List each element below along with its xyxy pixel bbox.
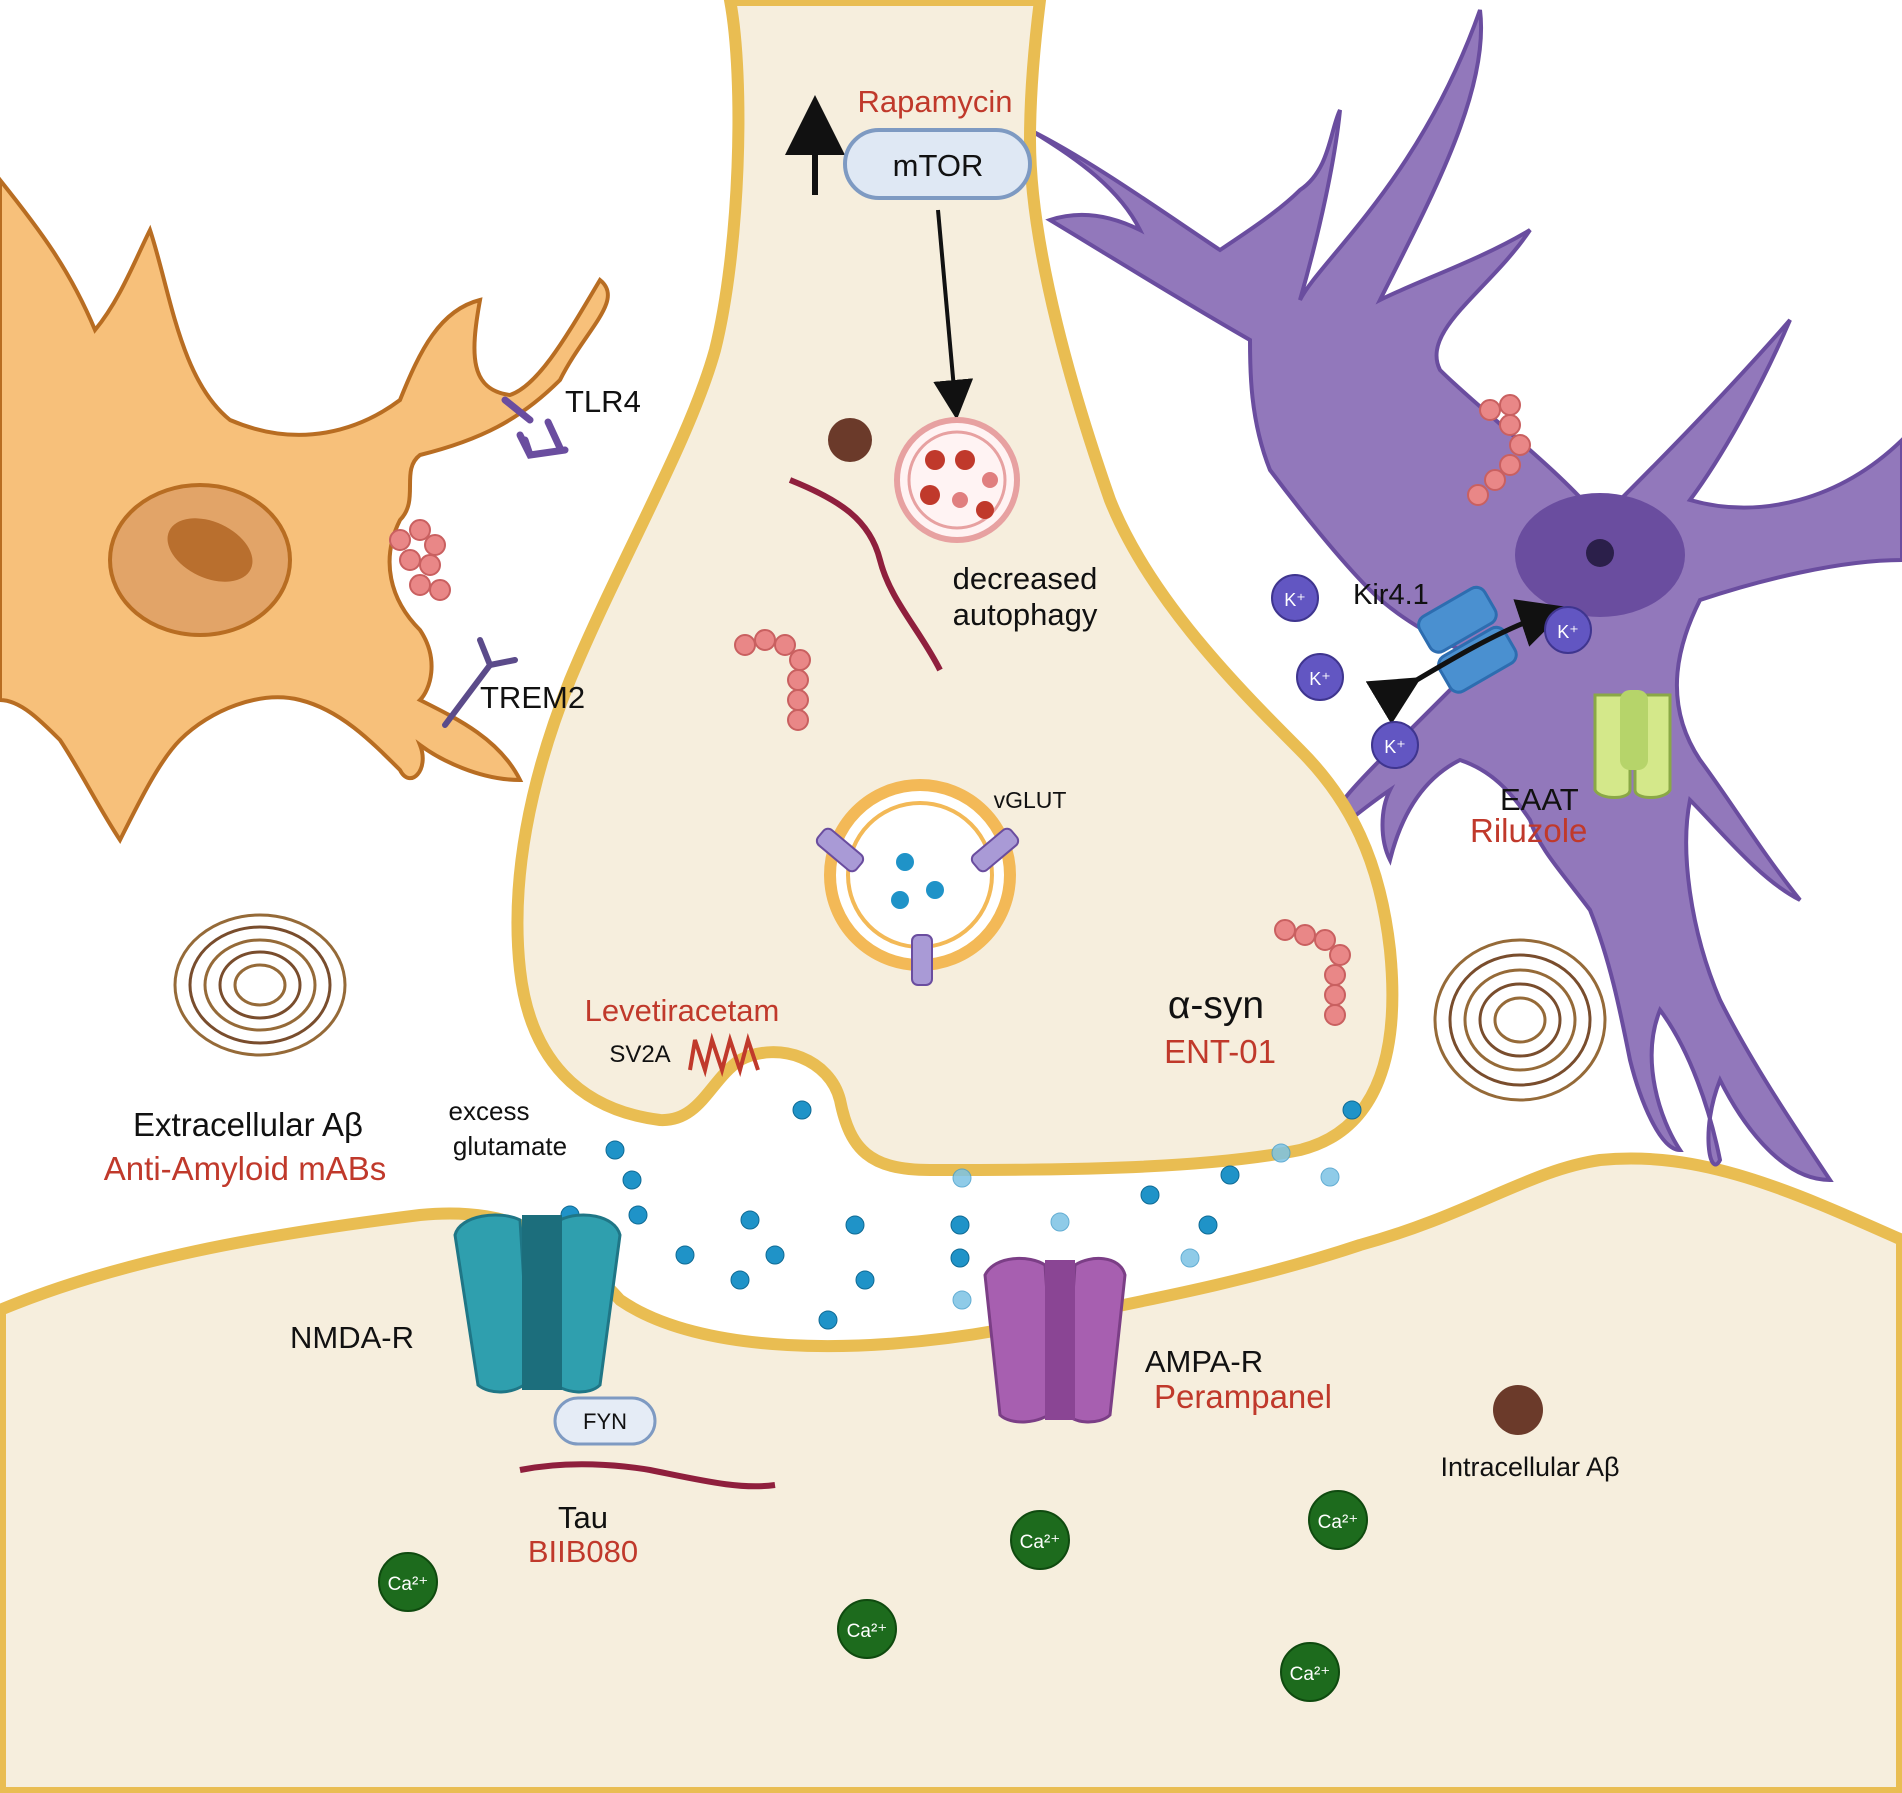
ent01-label: ENT-01	[1164, 1033, 1276, 1070]
ca-ion-5-label: Ca²⁺	[1290, 1664, 1331, 1685]
ca-ion-4-label: Ca²⁺	[1318, 1512, 1359, 1533]
autophagosome	[894, 417, 1020, 543]
k-ion-2-label: K⁺	[1309, 669, 1331, 689]
presynaptic-tau	[788, 477, 943, 672]
synaptic-abeta-plaque	[1433, 938, 1607, 1102]
nmda-receptor	[453, 1213, 622, 1394]
astrocyte-nucleolus	[1586, 539, 1614, 567]
presynaptic-terminal	[511, 0, 1399, 1177]
extracellular-abeta-label: Extracellular Aβ	[133, 1106, 363, 1143]
ca-ion-2	[837, 1599, 897, 1659]
trem2-receptor	[442, 637, 518, 728]
asyn-cluster-astrocyte	[1467, 394, 1531, 506]
tau-label: Tau	[558, 1500, 608, 1535]
mtor-pill	[843, 128, 1032, 200]
k-ion-2	[1296, 653, 1344, 701]
mtor-label: mTOR	[893, 148, 984, 183]
microglia-cell	[0, 176, 610, 844]
ampa-receptor	[983, 1256, 1127, 1424]
ca-ion-1	[378, 1552, 438, 1612]
nmda-r-label: NMDA-R	[290, 1320, 414, 1355]
tlr4-label: TLR4	[565, 384, 641, 419]
vglut-label: vGLUT	[994, 787, 1067, 813]
fyn-pill	[553, 1396, 657, 1446]
k-ion-1-label: K⁺	[1284, 590, 1306, 610]
ca-ion-2-label: Ca²⁺	[847, 1621, 888, 1642]
k-ion-3-label: K⁺	[1384, 737, 1406, 757]
asyn-cluster-terminal	[1274, 919, 1351, 1026]
k-ion-4	[1544, 606, 1592, 654]
perampanel-label: Perampanel	[1154, 1378, 1332, 1415]
microglia-nucleus	[167, 518, 253, 582]
k-ion-4-label: K⁺	[1557, 622, 1579, 642]
kir41-arrow	[1365, 599, 1569, 725]
postsynaptic-tau	[519, 1461, 776, 1490]
ampa-r-label: AMPA-R	[1145, 1344, 1263, 1379]
asyn-cluster-presynapse	[734, 629, 811, 731]
eaat-label: EAAT	[1500, 782, 1579, 817]
biib080-label: BIIB080	[528, 1534, 638, 1569]
presynaptic-abeta	[828, 418, 872, 462]
excess-glutamate-line1: excess	[449, 1096, 530, 1126]
asyn-cluster-microglia	[389, 519, 451, 601]
vglut-transporter	[815, 827, 1020, 986]
decreased-autophagy-line2: autophagy	[953, 597, 1098, 632]
ca-ion-4	[1308, 1490, 1368, 1550]
k-ion-3	[1371, 721, 1419, 769]
levetiracetam-label: Levetiracetam	[585, 993, 780, 1028]
tlr4-receptor	[501, 396, 569, 459]
rapamycin-label: Rapamycin	[857, 84, 1012, 119]
intracellular-abeta-label: Intracellular Aβ	[1440, 1452, 1619, 1482]
kir41-label: Kir4.1	[1353, 579, 1429, 611]
ca-ion-3-label: Ca²⁺	[1020, 1532, 1061, 1553]
down-arrow	[933, 209, 974, 420]
potassium-ions	[1271, 574, 1592, 769]
ca-ion-1-label: Ca²⁺	[388, 1574, 429, 1595]
sv2a-label: SV2A	[609, 1041, 670, 1068]
intracellular-abeta	[1493, 1385, 1543, 1435]
anti-amyloid-label: Anti-Amyloid mABs	[104, 1150, 386, 1187]
riluzole-label: Riluzole	[1470, 812, 1587, 849]
decreased-autophagy-line1: decreased	[953, 561, 1098, 596]
excess-glutamate-line2: glutamate	[453, 1131, 567, 1161]
calcium-ions	[378, 1490, 1368, 1702]
k-ion-1	[1271, 574, 1319, 622]
eaat-transporter	[1593, 690, 1672, 799]
extracellular-abeta-plaque	[173, 913, 347, 1057]
asyn-label: α-syn	[1168, 984, 1264, 1027]
trem2-label: TREM2	[480, 680, 585, 715]
ca-ion-3	[1010, 1510, 1070, 1570]
fyn-label: FYN	[583, 1409, 627, 1434]
glutamate-faded	[952, 1143, 1340, 1310]
ca-ion-5	[1280, 1642, 1340, 1702]
sv2a-protein	[688, 1032, 760, 1078]
